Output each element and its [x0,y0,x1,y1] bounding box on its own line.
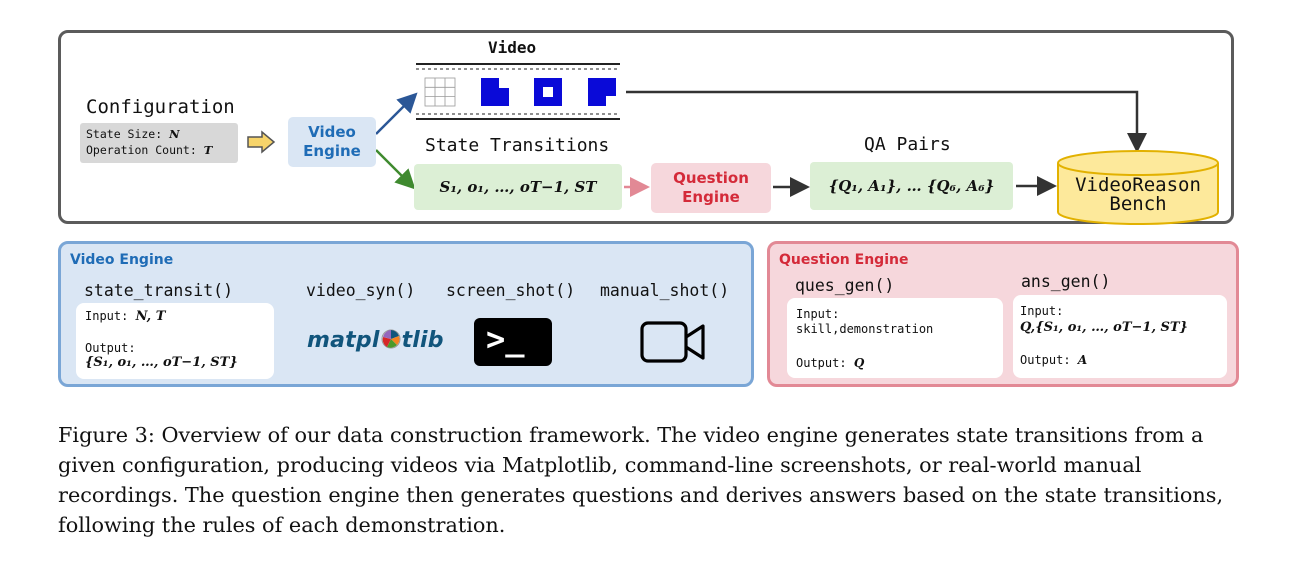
video-rail-dashes [416,68,620,115]
terminal-icon: >_ [474,318,552,366]
video-engine-node: Video Engine [288,117,376,167]
matplotlib-wheel-icon [381,329,401,349]
video-title: Video [488,38,537,57]
state-transit-card: Input: N, T Output: {S₁, o₁, …, oT−1, ST… [76,303,274,379]
ans-gen-function: ans_gen() [1021,272,1111,291]
screen-shot-function: screen_shot() [446,281,576,300]
ques-card-input-label: Input: [796,307,840,321]
ques-card-output-value: Q [853,356,865,370]
state-card-input-label: Input: [85,309,129,323]
video-syn-function: video_syn() [306,281,416,300]
state-size-row: State Size: N [86,126,232,142]
figure-caption: Figure 3: Overview of our data construct… [58,423,1224,537]
videoreason-bench-label: VideoReason Bench [1058,176,1218,214]
state-transitions-title: State Transitions [425,135,610,156]
question-engine-node-line2: Engine [682,188,740,206]
config-to-engine-arrow [247,130,276,154]
state-card-input: Input: N, T [85,309,165,324]
manual-shot-function: manual_shot() [600,281,730,300]
state-transit-function: state_transit() [84,281,234,300]
configuration-box: State Size: N Operation Count: T [80,123,238,163]
state-card-input-value: N, T [135,309,166,324]
camera-icon [640,321,705,363]
ans-card-output-value: A [1077,353,1088,367]
bench-label-line1: VideoReason [1075,174,1201,196]
operation-count-row: Operation Count: T [86,142,232,158]
state-size-symbol: N [169,127,180,141]
ans-card-input-value: Q,{S₁, o₁, …, oT−1, ST} [1020,320,1188,335]
question-engine-panel-title: Question Engine [779,252,909,268]
matplotlib-logo: matpl tlib [307,328,444,353]
ques-gen-function: ques_gen() [795,276,895,295]
state-card-output-label: Output: [85,341,136,355]
video-frame-3 [588,78,616,106]
engine-to-states-arrow [375,149,416,190]
qa-pairs-title: QA Pairs [864,134,951,155]
video-engine-panel-title: Video Engine [70,252,174,268]
ques-card-output-label: Output: [796,356,847,370]
question-engine-node: Question Engine [651,163,771,213]
configuration-title: Configuration [86,96,235,118]
bench-cylinder [1057,150,1219,225]
question-engine-node-line1: Question [673,169,749,187]
ques-gen-card: Input: skill,demonstration Output: Q [787,298,1003,378]
state-transitions-node: S₁, o₁, …, oT−1, ST [414,164,622,210]
video-frame-2 [534,78,562,106]
video-frame-grid [424,77,456,107]
video-to-bench-arrow [626,90,1147,153]
ans-gen-card: Input: Q,{S₁, o₁, …, oT−1, ST} Output: A [1013,295,1227,378]
operation-count-symbol: T [203,143,213,157]
ques-card-input-value: skill,demonstration [796,322,934,336]
overview-frame [58,30,1234,224]
ques-card-output: Output: Q [796,356,864,370]
state-size-label: State Size: [86,127,163,141]
ans-card-input-label: Input: [1020,304,1064,318]
matplotlib-logo-left: matpl [307,328,380,353]
engine-to-video-arrow [375,92,418,135]
video-engine-node-line1: Video [308,123,356,141]
video-engine-node-line2: Engine [303,142,361,160]
state-card-output-value: {S₁, o₁, …, oT−1, ST} [85,355,238,370]
qa-pairs-node: {Q₁, A₁}, … {Q₆, A₆} [810,162,1013,210]
matplotlib-logo-right: tlib [401,328,444,353]
video-frame-1 [481,78,509,106]
bench-label-line2: Bench [1109,193,1167,215]
terminal-prompt: >_ [486,320,525,358]
ans-card-output: Output: A [1020,353,1087,367]
operation-count-label: Operation Count: [86,143,197,157]
ans-card-output-label: Output: [1020,353,1071,367]
